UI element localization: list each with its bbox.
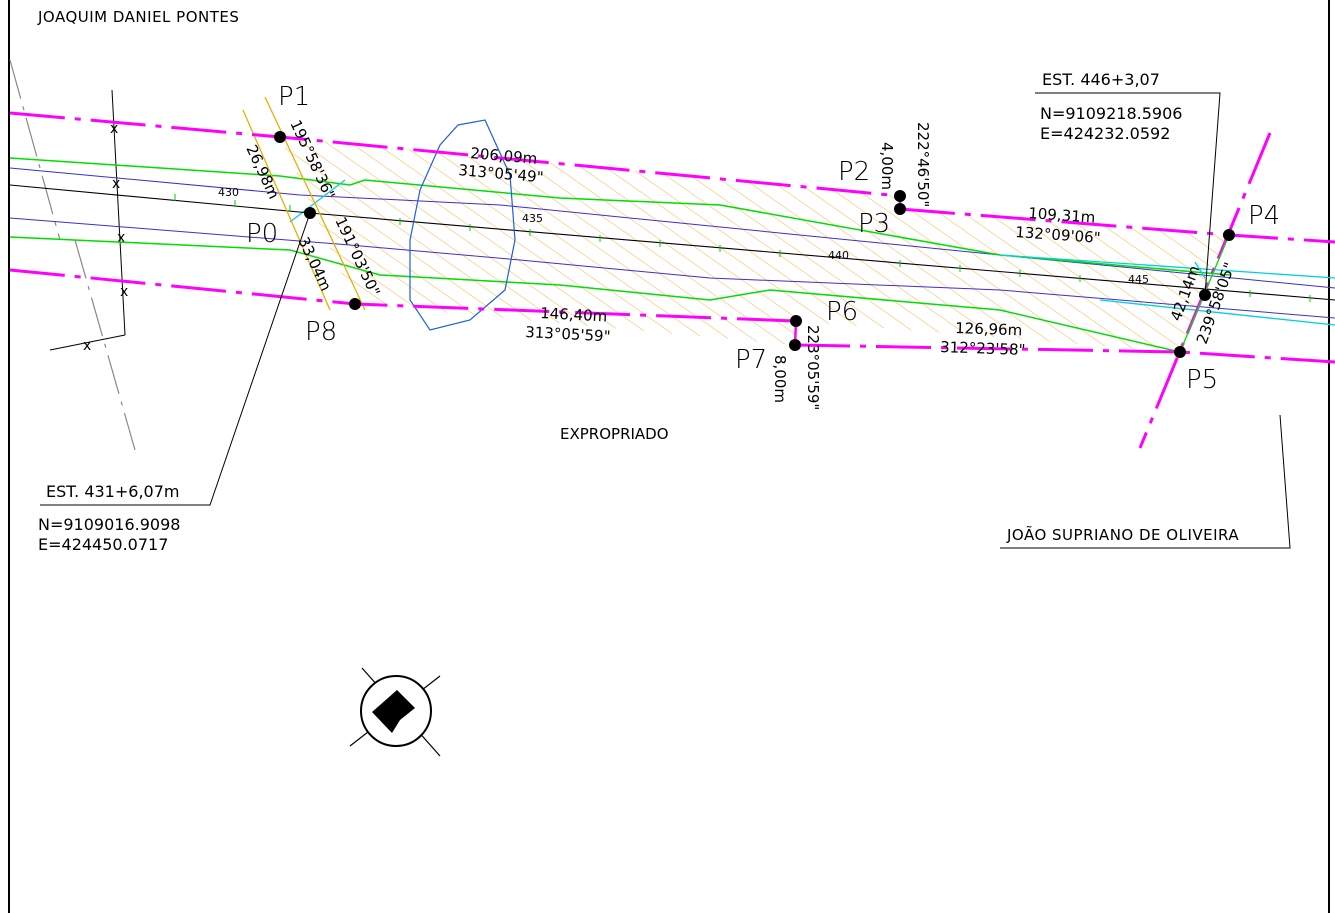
svg-text:x: x bbox=[112, 176, 120, 192]
point-label-p4: P4 bbox=[1248, 201, 1280, 231]
left-dashed-lines bbox=[9, 59, 136, 451]
point-p6-marker bbox=[790, 315, 802, 327]
point-p3-marker bbox=[894, 203, 906, 215]
end-station-e: E=424232.0592 bbox=[1040, 124, 1170, 143]
seg-p1-p2-distance: 206,09m bbox=[470, 144, 538, 168]
seg-p7-p8-bearing: 313°05'59" bbox=[525, 323, 611, 345]
fence-line bbox=[49, 89, 126, 351]
svg-text:x: x bbox=[83, 338, 91, 354]
point-label-p3: P3 bbox=[858, 209, 890, 239]
start-station-n: N=9109016.9098 bbox=[38, 515, 180, 534]
seg-p2-p3-bearing: 222°46'50" bbox=[914, 122, 932, 207]
seg-p3-p4-bearing: 132°09'06" bbox=[1015, 223, 1101, 247]
point-label-p6: P6 bbox=[826, 297, 858, 327]
seg-p6-p7-bearing: 223°05'59" bbox=[804, 325, 822, 410]
pond-outline bbox=[409, 119, 516, 331]
seg-p5-p6-distance: 126,96m bbox=[955, 319, 1023, 339]
axis-station-445: 445 bbox=[1128, 273, 1149, 286]
expropriated-area bbox=[280, 137, 1229, 352]
axis-station-435: 435 bbox=[522, 212, 543, 225]
survey-points bbox=[274, 131, 1235, 358]
svg-text:x: x bbox=[110, 121, 118, 137]
point-p4-marker bbox=[1223, 229, 1235, 241]
seg-p2-p3-distance: 4,00m bbox=[878, 142, 896, 190]
point-label-p5: P5 bbox=[1186, 365, 1218, 395]
seg-p0-p1-distance: 26,98m bbox=[242, 142, 283, 202]
axis-station-430: 430 bbox=[218, 186, 239, 199]
point-p8-marker bbox=[349, 298, 361, 310]
point-p2-marker bbox=[894, 190, 906, 202]
north-arrow-icon bbox=[349, 667, 441, 757]
axis-ticks bbox=[174, 194, 1311, 302]
start-station-e: E=424450.0717 bbox=[38, 535, 168, 554]
point-label-p0: P0 bbox=[246, 219, 278, 249]
svg-text:x: x bbox=[120, 284, 128, 300]
svg-text:x: x bbox=[117, 230, 125, 246]
start-station-label: EST. 431+6,07m bbox=[46, 482, 179, 501]
seg-p7-p8-distance: 146,40m bbox=[540, 304, 608, 325]
seg-p3-p4-distance: 109,31m bbox=[1028, 204, 1096, 227]
road-edges bbox=[9, 167, 1335, 319]
point-label-p8: P8 bbox=[305, 317, 337, 347]
seg-p6-p7-distance: 8,00m bbox=[771, 355, 789, 403]
point-p7-marker bbox=[789, 339, 801, 351]
point-p1-marker bbox=[274, 131, 286, 143]
seg-p5-p6-bearing: 312°23'58" bbox=[940, 338, 1026, 359]
owner-bottom-right: JOÃO SUPRIANO DE OLIVEIRA bbox=[1006, 525, 1239, 544]
axis-station-440: 440 bbox=[828, 249, 849, 262]
leader-lines bbox=[40, 92, 1291, 549]
end-station-n: N=9109218.5906 bbox=[1040, 104, 1182, 123]
point-label-p2: P2 bbox=[838, 157, 870, 187]
water-lines bbox=[289, 179, 1335, 326]
fence-x-marks: x x x x x bbox=[83, 121, 128, 354]
end-station-label: EST. 446+3,07 bbox=[1042, 70, 1160, 89]
owner-top-left: JOAQUIM DANIEL PONTES bbox=[37, 8, 239, 26]
axis-end-marker bbox=[1199, 289, 1211, 301]
point-p0-marker bbox=[304, 207, 316, 219]
point-label-p1: P1 bbox=[278, 82, 310, 112]
point-label-p7: P7 bbox=[735, 345, 767, 375]
area-label: EXPROPRIADO bbox=[560, 425, 669, 443]
contour-lines bbox=[9, 157, 1231, 353]
point-p5-marker bbox=[1174, 346, 1186, 358]
